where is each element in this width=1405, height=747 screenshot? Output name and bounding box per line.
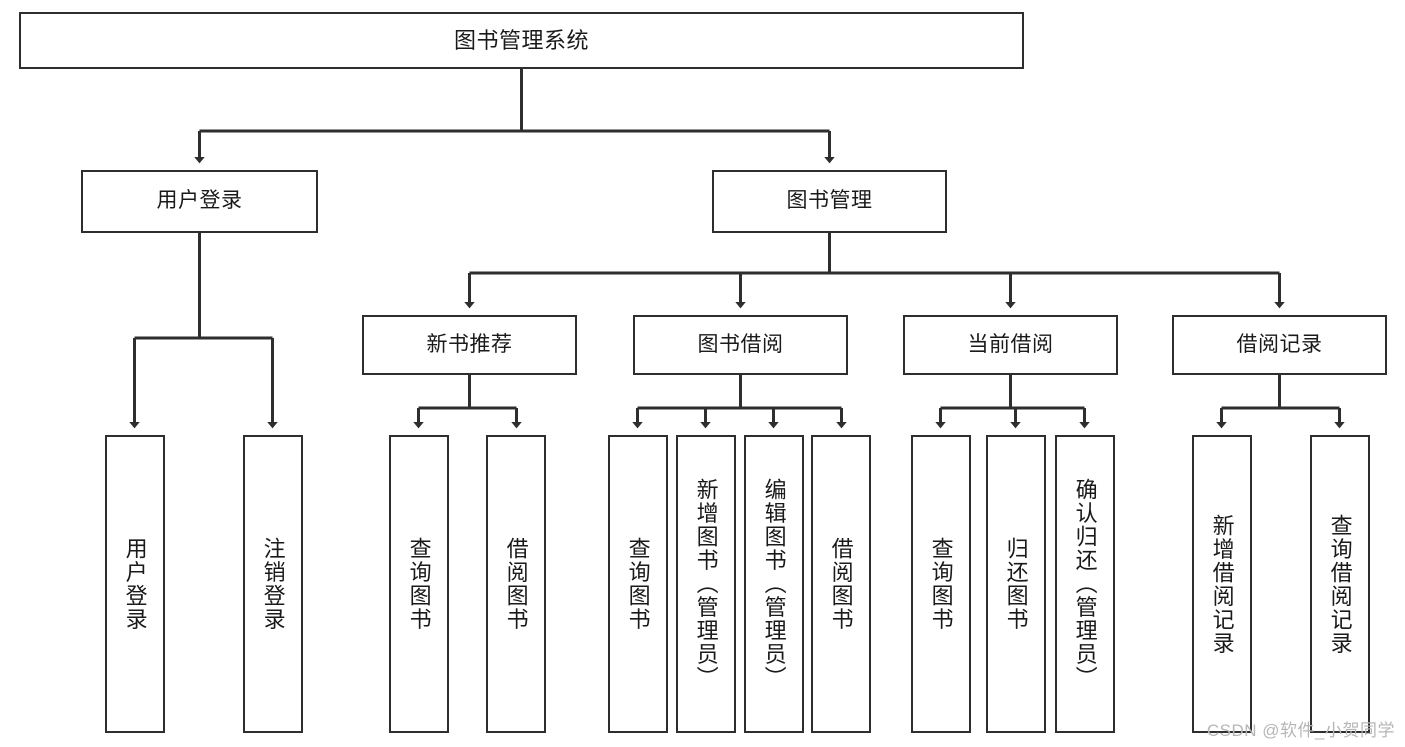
node-leaf-user-login[interactable]: 用户登录 (105, 435, 165, 733)
node-leaf-add-borrow-record-label: 新增借阅记录 (1209, 513, 1235, 655)
node-leaf-add-borrow-record[interactable]: 新增借阅记录 (1192, 435, 1252, 733)
node-leaf-add-book-admin-label: 新增图书（管理员） (693, 478, 719, 690)
watermark: CSDN @软件_小贺同学 (1206, 721, 1395, 740)
node-leaf-user-login-label: 用户登录 (122, 537, 148, 631)
node-book-management[interactable]: 图书管理 (712, 170, 947, 233)
node-leaf-return-book[interactable]: 归还图书 (986, 435, 1046, 733)
node-leaf-borrow-book-label: 借阅图书 (828, 537, 854, 631)
node-leaf-add-book-admin[interactable]: 新增图书（管理员） (676, 435, 736, 733)
node-book-management-label: 图书管理 (786, 189, 873, 213)
node-leaf-user-logout-label: 注销登录 (260, 537, 286, 631)
node-root-label: 图书管理系统 (453, 27, 589, 53)
node-leaf-borrow-book-recommend-label: 借阅图书 (503, 537, 529, 631)
node-leaf-return-book-label: 归还图书 (1003, 537, 1029, 631)
node-leaf-query-book-borrow-label: 查询图书 (625, 537, 651, 631)
node-leaf-edit-book-admin-label: 编辑图书（管理员） (761, 478, 787, 690)
node-leaf-query-book-current-label: 查询图书 (928, 537, 954, 631)
node-borrow-record[interactable]: 借阅记录 (1172, 315, 1387, 375)
node-leaf-query-book-borrow[interactable]: 查询图书 (608, 435, 668, 733)
node-leaf-confirm-return-admin-label: 确认归还（管理员） (1072, 478, 1098, 690)
node-leaf-query-book-recommend-label: 查询图书 (406, 537, 432, 631)
node-root[interactable]: 图书管理系统 (19, 12, 1024, 69)
node-book-borrow[interactable]: 图书借阅 (633, 315, 848, 375)
node-new-book-recommend-label: 新书推荐 (426, 332, 513, 356)
node-new-book-recommend[interactable]: 新书推荐 (362, 315, 577, 375)
node-book-borrow-label: 图书借阅 (697, 332, 784, 356)
node-leaf-borrow-book[interactable]: 借阅图书 (811, 435, 871, 733)
node-borrow-record-label: 借阅记录 (1236, 332, 1323, 356)
node-user-login[interactable]: 用户登录 (81, 170, 318, 233)
node-leaf-query-borrow-record[interactable]: 查询借阅记录 (1310, 435, 1370, 733)
node-current-borrow-label: 当前借阅 (967, 332, 1054, 356)
node-leaf-query-book-current[interactable]: 查询图书 (911, 435, 971, 733)
node-leaf-borrow-book-recommend[interactable]: 借阅图书 (486, 435, 546, 733)
node-leaf-confirm-return-admin[interactable]: 确认归还（管理员） (1055, 435, 1115, 733)
node-leaf-query-borrow-record-label: 查询借阅记录 (1327, 513, 1353, 655)
node-leaf-edit-book-admin[interactable]: 编辑图书（管理员） (744, 435, 804, 733)
node-current-borrow[interactable]: 当前借阅 (903, 315, 1118, 375)
node-leaf-query-book-recommend[interactable]: 查询图书 (389, 435, 449, 733)
node-user-login-label: 用户登录 (156, 189, 243, 213)
node-leaf-user-logout[interactable]: 注销登录 (243, 435, 303, 733)
